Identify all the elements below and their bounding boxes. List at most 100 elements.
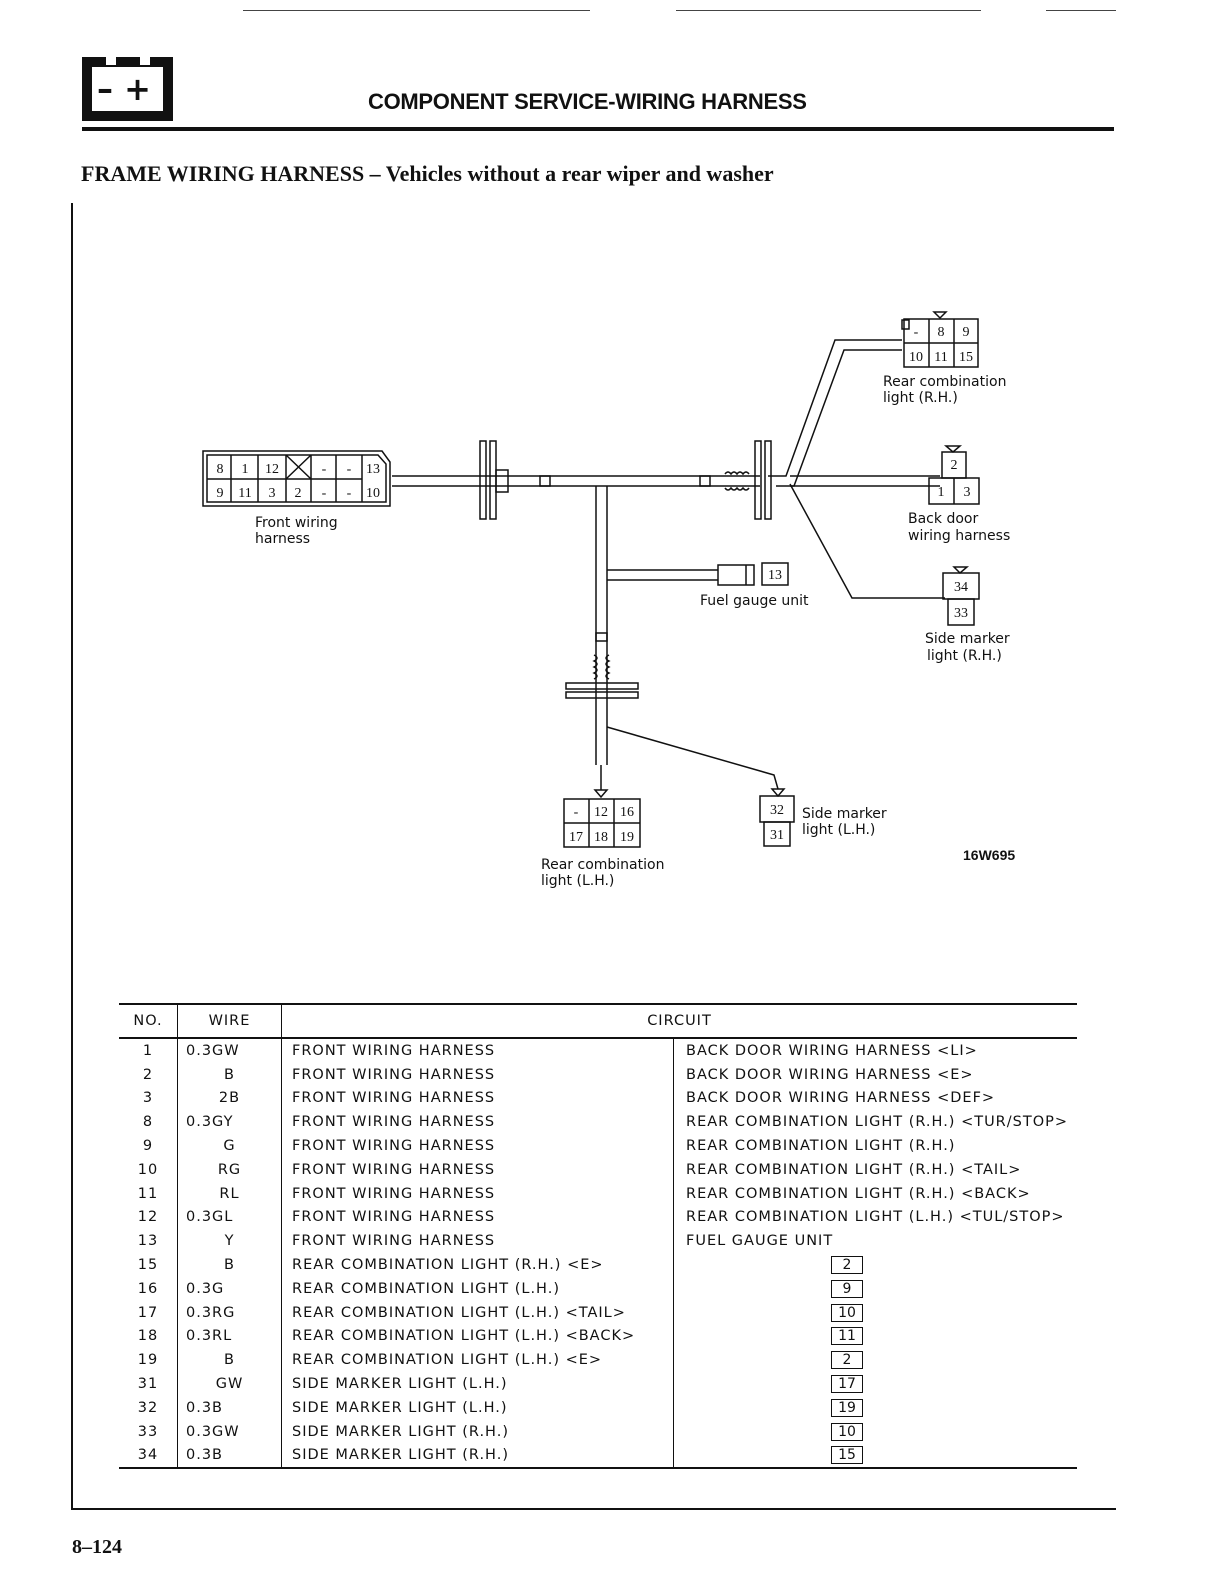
- cell-no: 1: [119, 1038, 178, 1063]
- front-pin-bottom-0: 9: [217, 486, 224, 501]
- page-number: 8–124: [72, 1536, 122, 1558]
- back-door-pin-bottom-0: 1: [938, 485, 945, 500]
- cell-circuit-to: 10: [674, 1301, 1078, 1325]
- cell-circuit-from: SIDE MARKER LIGHT (R.H.): [281, 1443, 674, 1470]
- frame-bottom-rule: [71, 1508, 1116, 1510]
- cell-circuit-to: 10: [674, 1420, 1078, 1444]
- side-lh-label-1: Side marker: [802, 806, 887, 822]
- rear-rh-pin-top-2: 9: [963, 325, 970, 340]
- rear-lh-pin-top-1: 12: [594, 805, 608, 820]
- front-pin-bottom-1: 11: [238, 486, 251, 501]
- side-lh-label-2: light (L.H.): [802, 822, 875, 838]
- cell-circuit-from: FRONT WIRING HARNESS: [281, 1181, 674, 1206]
- side-lh-pin-bottom: 31: [770, 828, 784, 843]
- cell-circuit-to: FUEL GAUGE UNIT: [686, 1233, 834, 1250]
- side-lh-pin-top: 32: [770, 803, 784, 818]
- cell-circuit-to: REAR COMBINATION LIGHT (L.H.) <TUL/STOP>: [686, 1209, 1065, 1226]
- rear-rh-pin-bottom-2: 15: [959, 350, 973, 365]
- fuel-gauge-pin: 13: [768, 568, 782, 583]
- reference-box: 15: [831, 1446, 863, 1465]
- cell-no: 3: [119, 1086, 178, 1111]
- front-pin-bottom-2: 3: [269, 486, 276, 501]
- rear-rh-label-1: Rear combination: [883, 374, 1006, 390]
- cell-no: 15: [119, 1253, 178, 1277]
- frame-left-rule: [71, 203, 73, 1510]
- cell-circuit-to: BACK DOOR WIRING HARNESS <E>: [686, 1066, 974, 1083]
- rear-rh-label-2: light (R.H.): [883, 390, 958, 406]
- front-pin-top-1: 1: [242, 462, 249, 477]
- side-rh-label-2: light (R.H.): [927, 648, 1002, 664]
- cell-circuit-from: SIDE MARKER LIGHT (L.H.): [281, 1395, 674, 1420]
- cell-circuit-from: SIDE MARKER LIGHT (R.H.): [281, 1419, 674, 1444]
- back-door-label-2: wiring harness: [908, 528, 1010, 544]
- cell-circuit-to: REAR COMBINATION LIGHT (R.H.) <TUR/STOP>: [686, 1114, 1069, 1131]
- cell-wire: 0.3GY: [177, 1110, 282, 1135]
- cell-circuit-to: 19: [674, 1396, 1078, 1420]
- cell-circuit-to: REAR COMBINATION LIGHT (R.H.): [686, 1138, 956, 1155]
- side-rh-label-1: Side marker: [925, 631, 1010, 647]
- cell-circuit-from: REAR COMBINATION LIGHT (R.H.) <E>: [281, 1253, 674, 1277]
- cell-wire: B: [177, 1253, 282, 1277]
- back-door-label-1: Back door: [908, 511, 978, 527]
- cell-no: 19: [119, 1348, 178, 1373]
- cell-circuit-from: FRONT WIRING HARNESS: [281, 1086, 674, 1111]
- section-title: FRAME WIRING HARNESS – Vehicles without …: [81, 161, 774, 186]
- cell-wire: 0.3GL: [177, 1205, 282, 1230]
- cell-wire: 0.3G: [177, 1276, 282, 1301]
- cell-wire: 0.3RG: [177, 1300, 282, 1325]
- col-header-circuit: CIRCUIT: [281, 1003, 1077, 1039]
- cell-circuit-from: REAR COMBINATION LIGHT (L.H.) <E>: [281, 1348, 674, 1373]
- col-header-wire: WIRE: [177, 1003, 282, 1039]
- top-rule-left: [243, 10, 590, 11]
- rear-lh-pin-top-0: -: [574, 805, 579, 820]
- rear-rh-pin-bottom-0: 10: [909, 350, 923, 365]
- fuel-gauge-label: Fuel gauge unit: [700, 593, 809, 609]
- cell-circuit-to: 2: [674, 1253, 1078, 1277]
- battery-icon: – +: [82, 57, 173, 121]
- cell-no: 33: [119, 1419, 178, 1444]
- cell-circuit-to: 9: [674, 1277, 1078, 1301]
- cell-circuit-from: FRONT WIRING HARNESS: [281, 1038, 674, 1063]
- header-rule: [82, 127, 1114, 131]
- figure-code: 16W695: [963, 847, 1015, 863]
- cell-circuit-from: FRONT WIRING HARNESS: [281, 1205, 674, 1230]
- cell-no: 11: [119, 1181, 178, 1206]
- rear-lh-pin-top-2: 16: [620, 805, 634, 820]
- cell-circuit-from: REAR COMBINATION LIGHT (L.H.) <TAIL>: [281, 1300, 674, 1325]
- cell-wire: RL: [177, 1181, 282, 1206]
- cell-no: 18: [119, 1324, 178, 1349]
- cell-wire: 0.3GW: [177, 1419, 282, 1444]
- front-pin-bottom-3: 2: [295, 486, 302, 501]
- cell-circuit-to: BACK DOOR WIRING HARNESS <LI>: [686, 1042, 978, 1059]
- cell-circuit-to: BACK DOOR WIRING HARNESS <DEF>: [686, 1090, 996, 1107]
- reference-box: 17: [831, 1375, 863, 1394]
- cell-circuit-from: REAR COMBINATION LIGHT (L.H.): [281, 1276, 674, 1301]
- rear-lh-label-1: Rear combination: [541, 857, 664, 873]
- rear-lh-pin-bottom-2: 19: [620, 830, 634, 845]
- rear-rh-pin-top-1: 8: [938, 325, 945, 340]
- cell-circuit-to: 17: [674, 1372, 1078, 1396]
- cell-circuit-from: REAR COMBINATION LIGHT (L.H.) <BACK>: [281, 1324, 674, 1349]
- page-header-title: COMPONENT SERVICE-WIRING HARNESS: [368, 89, 807, 114]
- cell-no: 9: [119, 1134, 178, 1158]
- cell-wire: 0.3RL: [177, 1324, 282, 1349]
- cell-no: 12: [119, 1205, 178, 1230]
- cell-no: 8: [119, 1110, 178, 1135]
- top-rule-far-right: [1046, 10, 1116, 11]
- back-door-pin-top-0: 2: [951, 458, 958, 473]
- front-pin-bottom-6: 10: [366, 486, 380, 501]
- battery-symbol: – +: [97, 70, 151, 108]
